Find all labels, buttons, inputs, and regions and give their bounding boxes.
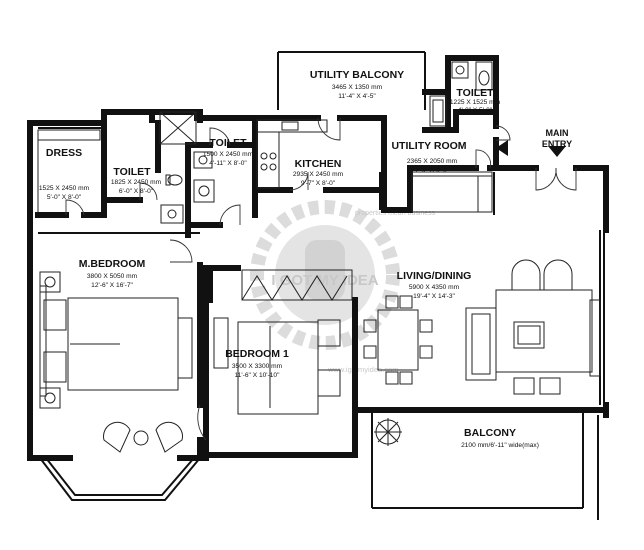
room-name: TOILET bbox=[456, 87, 494, 99]
bay-window bbox=[39, 457, 201, 501]
room-dim-ft: 9'-7" X 8'-0" bbox=[301, 180, 336, 187]
room-dim-mm: 5900 X 4350 mm bbox=[409, 284, 460, 291]
room-name: TOILET bbox=[209, 137, 247, 149]
doors bbox=[65, 117, 577, 441]
room-dim-ft: 5'-0" X 8'-0" bbox=[47, 194, 82, 201]
main-entry-line1: MAIN bbox=[546, 128, 569, 138]
bedroom1-bed bbox=[213, 317, 341, 415]
room-dim-ft: 12'-6" X 16'-7" bbox=[91, 282, 133, 289]
wardrobe bbox=[37, 129, 101, 213]
dining-set bbox=[363, 295, 433, 385]
room-dim-mm: 3800 X 5050 mm bbox=[87, 273, 138, 280]
room-dim-mm: 1225 X 1525 mm bbox=[450, 99, 501, 106]
label-balcony: BALCONY 2100 mm/6'-11" wide(max) bbox=[461, 427, 539, 449]
master-chairs bbox=[103, 421, 183, 453]
room-dim-mm: 2365 X 2050 mm bbox=[407, 158, 458, 165]
label-kitchen: KITCHEN 2935 X 2450 mm 9'-7" X 8'-0" bbox=[293, 158, 344, 187]
label-toilet-right: TOILET 1225 X 1525 mm 4'-0" X 5'-0" bbox=[450, 87, 501, 114]
label-living-dining: LIVING/DINING 5900 X 4350 mm 19'-4" X 14… bbox=[397, 270, 472, 300]
room-name: M.BEDROOM bbox=[79, 258, 146, 270]
room-dim: 2100 mm/6'-11" wide(max) bbox=[461, 442, 539, 449]
room-dim-mm: 2935 X 2450 mm bbox=[293, 171, 344, 178]
master-bed bbox=[39, 271, 193, 409]
label-bedroom1: BEDROOM 1 3500 X 3300 mm 11'-6" X 10'-10… bbox=[225, 348, 289, 379]
label-main-entry: MAIN ENTRY bbox=[542, 128, 572, 149]
room-name: BEDROOM 1 bbox=[225, 348, 289, 360]
room-dim-ft: 19'-4" X 14'-3" bbox=[413, 293, 455, 300]
utility-fixtures bbox=[411, 171, 493, 213]
watermark-arc-text: properties mean business bbox=[355, 210, 436, 217]
room-dim-mm: 1825 X 2450 mm bbox=[111, 179, 162, 186]
kitchen-counter bbox=[256, 119, 328, 189]
room-name: KITCHEN bbox=[295, 158, 342, 170]
sofa-set bbox=[465, 259, 601, 395]
room-name: BALCONY bbox=[464, 427, 516, 439]
utility-entry-arrow-icon bbox=[496, 140, 508, 156]
room-dim-ft: 11'-4" X 4'-5" bbox=[338, 93, 376, 100]
room-name: UTILITY ROOM bbox=[391, 140, 466, 152]
room-dim-ft: 11'-6" X 10'-10" bbox=[235, 372, 280, 379]
room-name: DRESS bbox=[46, 147, 82, 159]
main-entry-arrow-icon bbox=[548, 146, 566, 157]
plant-icon bbox=[374, 418, 402, 446]
label-utility-room: UTILITY ROOM 2365 X 2050 mm 7'-9" X 6'-9… bbox=[391, 140, 466, 174]
room-name: TOILET bbox=[113, 166, 151, 178]
main-entry-line2: ENTRY bbox=[542, 139, 572, 149]
room-dim-mm: 1525 X 2450 mm bbox=[39, 185, 90, 192]
room-dim-mm: 3500 X 3300 mm bbox=[232, 363, 283, 370]
room-dim-mm: 3465 X 1350 mm bbox=[332, 84, 383, 91]
room-dim-ft: 6'-0" X 8'-0" bbox=[119, 188, 154, 195]
walls bbox=[27, 55, 609, 461]
room-name: LIVING/DINING bbox=[397, 270, 472, 282]
toilet-fixtures bbox=[160, 61, 493, 224]
room-dim-ft: 7'-9" X 6'-9" bbox=[415, 167, 450, 174]
label-utility-balcony: UTILITY BALCONY 3465 X 1350 mm 11'-4" X … bbox=[310, 69, 404, 100]
label-toilet-left: TOILET 1825 X 2450 mm 6'-0" X 8'-0" bbox=[111, 166, 162, 195]
watermark-logo-text: I GOT MY IDEA bbox=[271, 272, 378, 289]
room-dim-ft: 4'-11" X 8'-0" bbox=[209, 160, 247, 167]
room-name: UTILITY BALCONY bbox=[310, 69, 404, 81]
bedroom1-wardrobe bbox=[241, 269, 353, 301]
room-dim-mm: 1500 X 2450 mm bbox=[203, 151, 254, 158]
watermark-url: www.igotmyidea.com bbox=[327, 365, 398, 374]
label-dress: DRESS 1525 X 2450 mm 5'-0" X 8'-0" bbox=[39, 147, 90, 201]
room-dim-ft: 4'-0" X 5'-0" bbox=[458, 107, 493, 114]
label-master-bedroom: M.BEDROOM 3800 X 5050 mm 12'-6" X 16'-7" bbox=[79, 258, 146, 289]
shower-icon bbox=[159, 111, 197, 145]
label-toilet-mid: TOILET 1500 X 2450 mm 4'-11" X 8'-0" bbox=[203, 137, 254, 167]
